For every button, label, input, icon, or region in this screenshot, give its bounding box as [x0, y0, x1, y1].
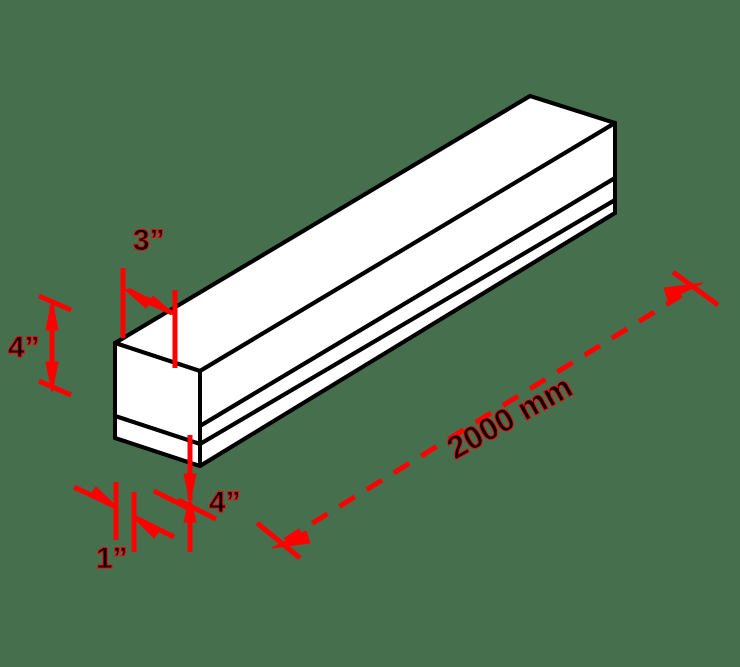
part-edge-lines: [113, 94, 617, 468]
arrow-head: [183, 473, 197, 503]
arrow-head: [45, 361, 59, 393]
dimension-thickness: [72, 482, 176, 552]
arrow-head: [147, 295, 177, 317]
arrow-head: [131, 515, 161, 539]
arrow-head: [45, 299, 59, 331]
ext-line: [152, 488, 194, 513]
ext-line: [37, 293, 73, 313]
ext-line: [176, 497, 218, 522]
arrow-head: [89, 486, 119, 509]
arrow-head: [271, 530, 311, 549]
channel-part: [113, 94, 617, 468]
dimension-flange-width-bottom: [152, 435, 218, 552]
ext-line: [37, 378, 73, 398]
dimension-label-3in: 3”: [133, 224, 165, 257]
arrow-head: [663, 282, 704, 301]
dimension-label-1in: 1”: [96, 542, 128, 575]
ext-tick: [671, 269, 720, 308]
dimension-flange-width-top: [120, 268, 178, 368]
ext-tick: [255, 521, 302, 560]
dashed-dim-line: [283, 287, 692, 543]
dimension-label-4in-height: 4”: [8, 331, 40, 364]
arrow-head: [183, 496, 197, 523]
dimension-label-4in-width: 4”: [209, 486, 241, 519]
dimension-web-height: [37, 293, 73, 398]
dimension-length: [255, 269, 720, 560]
